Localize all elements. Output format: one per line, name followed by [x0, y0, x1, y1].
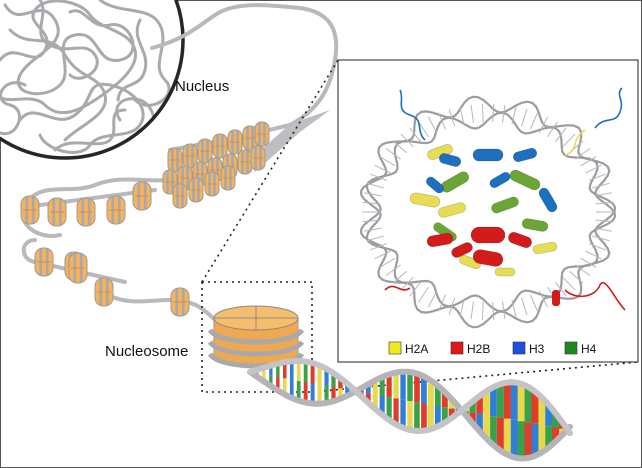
histone-helix — [532, 241, 558, 255]
histone-helix — [512, 147, 538, 163]
histone-proteins — [409, 143, 558, 277]
solenoid-beads — [162, 121, 270, 209]
nucleosome-bead — [132, 181, 152, 211]
zoom-line-top — [201, 59, 339, 283]
zoom-box — [201, 281, 313, 393]
dna-double-helix — [247, 358, 573, 462]
histone-helix — [451, 242, 473, 258]
histone-helix — [552, 290, 560, 306]
histone-helix — [491, 196, 519, 214]
histone-helix — [409, 192, 441, 208]
solenoid-bead — [227, 129, 243, 155]
histone-octamer-structure — [359, 87, 626, 329]
histone-helix — [521, 218, 549, 232]
solenoid-bead — [204, 171, 220, 197]
solenoid-bead — [197, 138, 213, 164]
helix-strand-b — [247, 358, 573, 437]
solenoid-bead — [220, 165, 236, 191]
nucleosome-bead — [20, 195, 40, 225]
histone-helix — [538, 187, 558, 213]
nucleosome-bead — [47, 197, 67, 227]
nucleosome-bead — [94, 277, 114, 307]
histone-helix — [470, 226, 506, 244]
solenoid-bead — [177, 165, 193, 191]
histone-helix — [472, 249, 504, 267]
nucleosome-label: Nucleosome — [105, 343, 188, 360]
solenoid-bead — [250, 145, 266, 171]
histone-helix — [426, 232, 454, 248]
histone-helix — [438, 153, 462, 167]
solenoid-bead — [237, 149, 253, 175]
nucleus-circle: Nucleus — [0, 0, 229, 160]
histone-helix — [508, 231, 532, 249]
svg-text:H2A: H2A — [405, 342, 428, 356]
svg-text:H3: H3 — [529, 342, 545, 356]
histone-helix — [472, 148, 504, 162]
histone-helix — [489, 171, 511, 189]
solenoid-bead — [242, 125, 258, 151]
nucleosome-bead — [170, 287, 190, 317]
histone-helix — [494, 267, 516, 277]
nucleosome-disc: Nucleosome — [105, 305, 305, 369]
legend-item-h2a: H2A — [388, 341, 428, 356]
helix-strand-a — [247, 368, 573, 462]
nucleosome-bead — [76, 197, 96, 227]
solenoid-bead — [188, 177, 204, 203]
legend-item-h4: H4 — [564, 341, 597, 356]
nucleosome-bead — [34, 247, 54, 277]
solenoid-bead — [182, 143, 198, 169]
solenoid-bead — [254, 121, 270, 147]
histone-helix — [459, 254, 481, 270]
solenoid-bead — [212, 133, 228, 159]
nucleosome-bead — [68, 252, 88, 284]
nucleus-label: Nucleus — [175, 78, 229, 95]
svg-text:H4: H4 — [581, 342, 597, 356]
legend-item-h3: H3 — [512, 341, 545, 356]
svg-text:H2B: H2B — [467, 342, 490, 356]
nucleosome-bead — [106, 195, 126, 225]
structure-panel: H2A H2B H3 H4 — [337, 59, 639, 363]
histone-helix — [438, 202, 466, 218]
solenoid-bead — [172, 183, 188, 209]
histone-tails — [384, 87, 626, 311]
histone-helix — [509, 169, 541, 191]
histone-helix — [425, 176, 445, 194]
legend-item-h2b: H2B — [450, 341, 490, 356]
legend: H2A H2B H3 H4 — [388, 341, 597, 356]
beads-on-string — [20, 181, 190, 317]
